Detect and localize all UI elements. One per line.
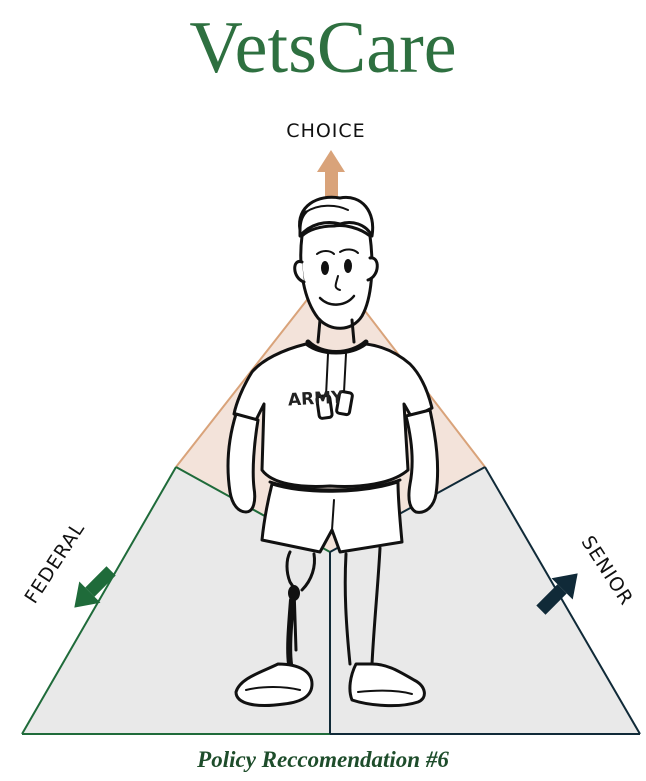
senior-label: SENIOR (577, 532, 638, 609)
shirt-text: ARMY (288, 388, 345, 411)
caption: Policy Reccomendation #6 (0, 745, 646, 775)
choice-label: CHOICE (286, 120, 365, 142)
arrow-up-icon (317, 150, 345, 200)
